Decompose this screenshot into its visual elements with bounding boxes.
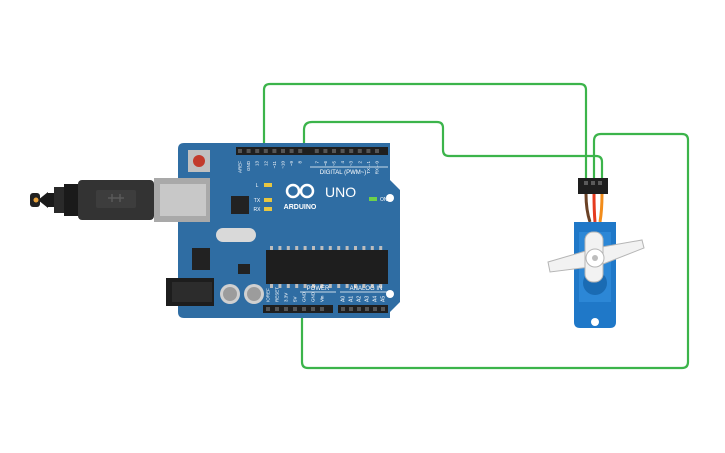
header-pin[interactable] bbox=[357, 307, 361, 311]
digital-pin-label: ~9 bbox=[289, 161, 294, 167]
header-pin[interactable] bbox=[266, 307, 270, 311]
power-pin-label: 5V bbox=[293, 296, 298, 302]
analog-header bbox=[338, 305, 388, 313]
crystal-oscillator bbox=[216, 228, 256, 242]
reset-button-icon[interactable] bbox=[188, 150, 210, 172]
digital-pin-label: 13 bbox=[255, 161, 260, 167]
analog-pin-label: A1 bbox=[349, 296, 355, 302]
arduino-logo: ARDUINO bbox=[284, 183, 317, 211]
power-header-label: POWER bbox=[307, 286, 330, 292]
header-pin[interactable] bbox=[314, 149, 319, 153]
power-pin-label: GND bbox=[302, 291, 307, 302]
servo-lead-wire bbox=[592, 193, 597, 223]
analog-pin-label: A0 bbox=[341, 296, 347, 302]
header-pin[interactable] bbox=[373, 307, 377, 311]
led-label-l: L bbox=[256, 183, 259, 189]
model-label: UNO bbox=[325, 184, 356, 200]
digital-header bbox=[236, 147, 388, 155]
header-pin[interactable] bbox=[341, 307, 345, 311]
digital-pin-label: ~5 bbox=[332, 161, 337, 167]
header-pin[interactable] bbox=[255, 149, 260, 153]
servo-horn[interactable] bbox=[547, 231, 645, 283]
digital-pin-label: 4 bbox=[340, 161, 345, 164]
header-pin[interactable] bbox=[238, 149, 242, 153]
servo-connector[interactable] bbox=[578, 178, 608, 194]
analog-pin-label: A2 bbox=[357, 296, 363, 302]
digital-pin-label: ~11 bbox=[272, 161, 277, 169]
power-pin-label: GND bbox=[311, 291, 316, 302]
wires bbox=[262, 82, 690, 370]
barrel-jack-icon bbox=[166, 278, 214, 306]
digital-pin-label: GND bbox=[246, 160, 251, 171]
header-pin[interactable] bbox=[281, 149, 285, 153]
logo-text: ARDUINO bbox=[284, 204, 317, 211]
wire-gnd-to-servo[interactable] bbox=[262, 82, 588, 182]
header-pin[interactable] bbox=[365, 307, 369, 311]
header-pin[interactable] bbox=[349, 307, 353, 311]
header-pin[interactable] bbox=[323, 149, 328, 153]
header-pin[interactable] bbox=[246, 149, 251, 153]
arduino-uno-board[interactable]: L TX RX ON ARDUINO UNO DIGITAL (PWM~) PO… bbox=[154, 143, 400, 318]
header-pin[interactable] bbox=[289, 149, 294, 153]
digital-pin-label: 7 bbox=[314, 161, 319, 164]
power-header bbox=[263, 305, 333, 313]
digital-pin-label: 8 bbox=[298, 161, 303, 164]
header-pin[interactable] bbox=[311, 307, 315, 311]
header-pin[interactable] bbox=[332, 149, 336, 153]
header-pin[interactable] bbox=[302, 307, 306, 311]
digital-pin-label: 2 bbox=[357, 161, 362, 164]
power-pin-label: RESET bbox=[275, 287, 280, 302]
power-pin-label: Vin bbox=[320, 295, 325, 302]
on-label: ON bbox=[380, 197, 388, 203]
digital-pin-label: TX→1 bbox=[366, 161, 371, 174]
header-pin[interactable] bbox=[293, 307, 297, 311]
digital-pin-label: AREF bbox=[238, 161, 243, 173]
header-pin[interactable] bbox=[284, 307, 288, 311]
led-label-rx: RX bbox=[254, 207, 262, 213]
digital-pin-label: ~10 bbox=[281, 161, 286, 169]
header-pin[interactable] bbox=[375, 149, 379, 153]
analog-header-label: ANALOG IN bbox=[350, 286, 383, 292]
power-pin-label: IOREF bbox=[266, 288, 271, 302]
microcontroller-chip-icon bbox=[266, 246, 388, 288]
header-pin[interactable] bbox=[272, 149, 277, 153]
header-pin[interactable] bbox=[340, 149, 345, 153]
digital-pin-label: RX←0 bbox=[375, 161, 380, 175]
servo-leads bbox=[584, 193, 604, 223]
header-pin[interactable] bbox=[263, 149, 268, 153]
servo-lead-wire bbox=[584, 193, 592, 223]
analog-pin-label: A5 bbox=[381, 296, 387, 302]
led-label-tx: TX bbox=[254, 198, 261, 204]
wire-pin9-to-servo-signal[interactable] bbox=[302, 120, 604, 182]
capacitor-icon bbox=[220, 284, 264, 304]
header-pin[interactable] bbox=[349, 149, 354, 153]
analog-pin-label: A3 bbox=[365, 296, 371, 302]
header-pin[interactable] bbox=[298, 149, 303, 153]
servo-lead-wire bbox=[598, 193, 604, 223]
digital-pin-label: 12 bbox=[263, 161, 268, 167]
power-pin-label: 3.3V bbox=[284, 293, 289, 302]
header-pin[interactable] bbox=[366, 149, 371, 153]
digital-header-label: DIGITAL (PWM~) bbox=[320, 170, 367, 176]
digital-pin-label: ~6 bbox=[323, 161, 328, 167]
wire-5v-to-servo-power[interactable] bbox=[300, 132, 690, 370]
header-pin[interactable] bbox=[381, 307, 385, 311]
servo-motor-icon[interactable] bbox=[547, 178, 645, 328]
usb-cable-icon[interactable] bbox=[30, 180, 154, 220]
header-pin[interactable] bbox=[275, 307, 279, 311]
header-pin[interactable] bbox=[357, 149, 362, 153]
header-pin[interactable] bbox=[320, 307, 324, 311]
digital-pin-label: ~3 bbox=[349, 161, 354, 167]
analog-pin-label: A4 bbox=[373, 296, 379, 302]
